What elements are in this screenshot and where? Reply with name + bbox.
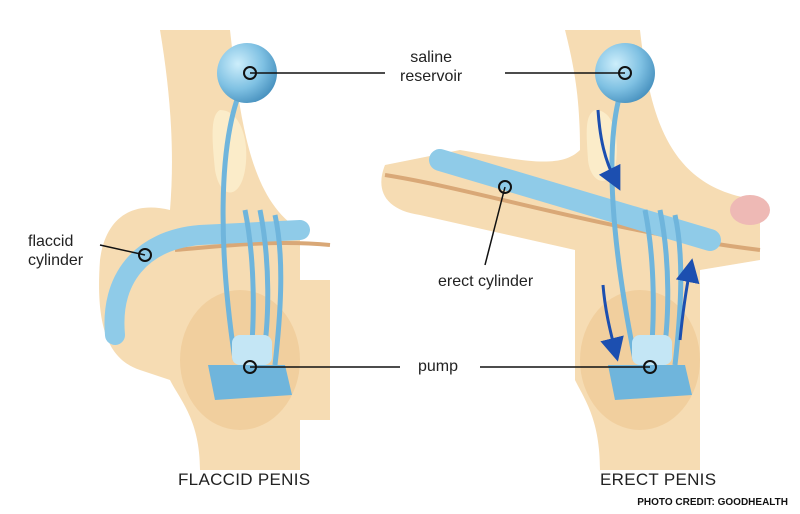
caption-flaccid: FLACCID PENIS <box>178 470 311 489</box>
label-erect-cylinder: erect cylinder <box>438 273 534 290</box>
label-text: cylinder <box>28 252 84 269</box>
flow-arrow <box>600 284 624 362</box>
label-saline-reservoir: saline reservoir <box>400 48 462 86</box>
caption-erect: ERECT PENIS <box>600 470 717 489</box>
label-text: saline <box>410 49 453 66</box>
callout-lines <box>99 72 650 368</box>
flow-arrow <box>675 258 700 341</box>
photo-credit: PHOTO CREDIT: GOODHEALTH <box>637 497 788 508</box>
callout-dots <box>138 66 657 374</box>
label-flaccid-cylinder: flaccid cylinder <box>28 232 83 270</box>
label-pump: pump <box>418 358 459 375</box>
flaccid-anatomy <box>99 30 331 470</box>
label-text: flaccid <box>28 233 74 250</box>
erect-anatomy <box>381 30 770 470</box>
flow-arrow <box>596 109 621 191</box>
label-text: reservoir <box>400 68 463 85</box>
